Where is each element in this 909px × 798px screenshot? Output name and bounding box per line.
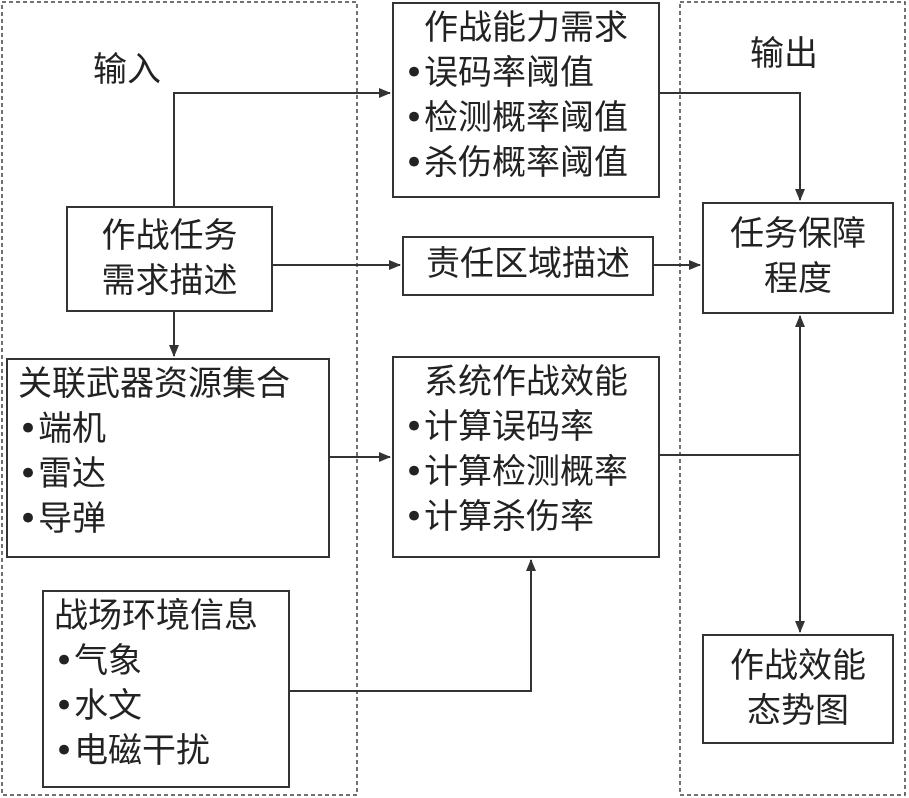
mission-assurance-line2: 程度 [764,259,832,299]
environment-item: 气象 [54,639,278,684]
capability-requirements-box: 作战能力需求 误码率阈值 检测概率阈值 杀伤概率阈值 [392,2,660,198]
task-description-line2: 需求描述 [101,261,238,301]
arrow-capability-to-assurance [660,92,805,201]
system-effectiveness-box: 系统作战效能 计算误码率 计算检测概率 计算杀伤率 [392,356,660,558]
output-group-label: 输出 [750,34,818,74]
weapon-resources-title: 关联武器资源集合 [18,364,290,404]
task-description-line1: 作战任务 [101,216,238,256]
weapon-resources-box: 关联武器资源集合 端机 雷达 导弹 [6,358,330,558]
zone-description-box: 责任区域描述 [402,236,654,296]
effectiveness-situation-box: 作战效能 态势图 [702,634,894,744]
effectiveness-item: 计算检测概率 [404,450,648,495]
task-description-box: 作战任务 需求描述 [66,206,273,312]
capability-item: 误码率阈值 [404,51,648,96]
effectiveness-situation-line2: 态势图 [747,691,849,731]
weapon-resource-item: 导弹 [18,497,318,542]
mission-assurance-line1: 任务保障 [730,214,866,254]
input-group-label: 输入 [93,50,161,90]
zone-description-label: 责任区域描述 [426,244,630,284]
arrow-environment-to-effectiveness [290,559,536,692]
system-effectiveness-title: 系统作战效能 [424,362,628,402]
weapon-resource-item: 端机 [18,407,318,452]
environment-item: 电磁干扰 [54,729,278,774]
effectiveness-item: 计算误码率 [404,405,648,450]
battlefield-environment-title: 战场环境信息 [54,596,258,636]
arrow-task-to-capability [173,88,391,208]
output-group-frame [679,1,906,796]
mission-assurance-box: 任务保障 程度 [702,202,894,314]
weapon-resource-item: 雷达 [18,452,318,497]
capability-requirements-title: 作战能力需求 [424,8,628,48]
battlefield-environment-box: 战场环境信息 气象 水文 电磁干扰 [42,590,290,788]
capability-item: 杀伤概率阈值 [404,141,648,186]
environment-item: 水文 [54,684,278,729]
effectiveness-item: 计算杀伤率 [404,495,648,540]
capability-item: 检测概率阈值 [404,96,648,141]
effectiveness-situation-line1: 作战效能 [730,646,866,686]
input-group-frame [1,1,358,796]
